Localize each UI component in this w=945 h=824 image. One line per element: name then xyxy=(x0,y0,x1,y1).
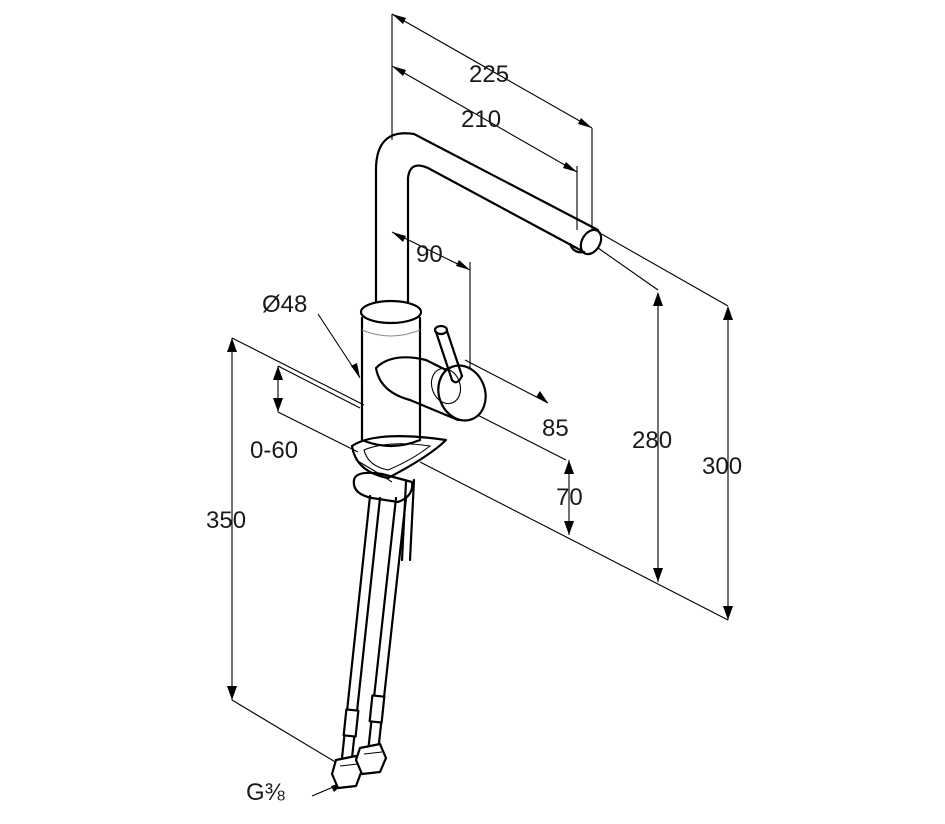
dimension-280: 280 xyxy=(632,427,672,454)
faucet-outline xyxy=(330,132,603,790)
dimension-diameter-48: Ø48 xyxy=(262,291,307,318)
dimension-350: 350 xyxy=(206,507,246,534)
thread-size-label: G⅜ xyxy=(246,779,286,806)
dimension-225: 225 xyxy=(469,61,509,88)
dimension-300: 300 xyxy=(702,453,742,480)
dimension-0-60: 0-60 xyxy=(250,437,298,464)
dimension-85: 85 xyxy=(542,415,569,442)
dimension-70: 70 xyxy=(556,484,583,511)
dimension-lines xyxy=(227,13,733,797)
dimension-90: 90 xyxy=(416,241,443,268)
dimension-210: 210 xyxy=(461,106,501,133)
